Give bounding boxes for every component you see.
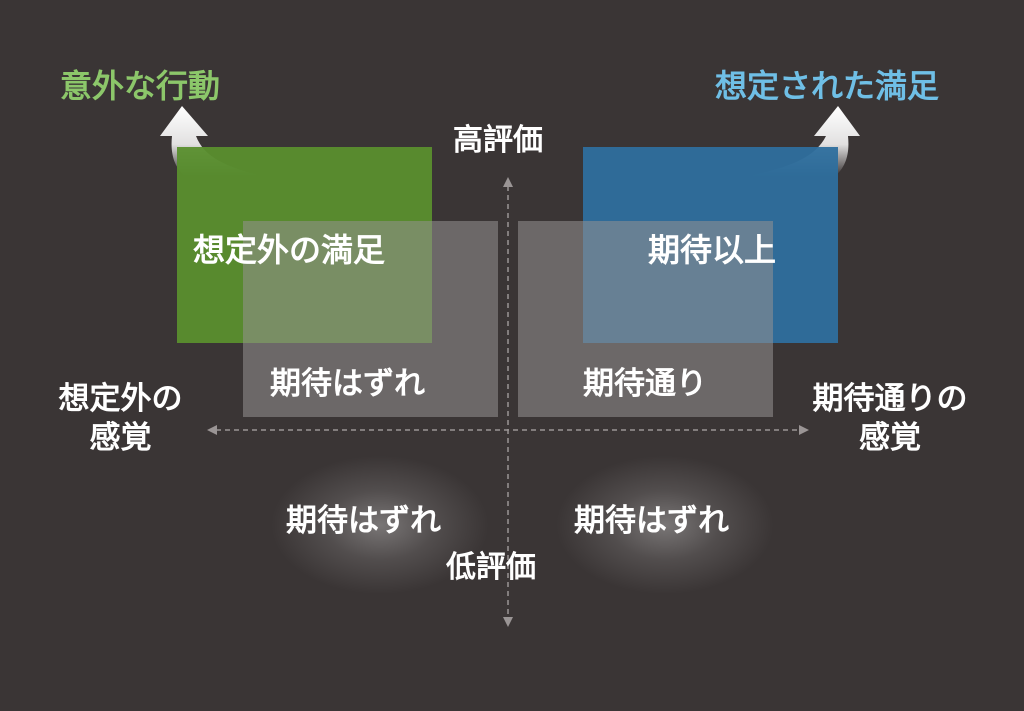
lower-right-glow bbox=[555, 455, 775, 595]
axis-label-right: 期待通りの 感覚 bbox=[790, 380, 990, 458]
axis-label-left-line2: 感覚 bbox=[89, 419, 152, 456]
axis-label-top: 高評価 bbox=[453, 123, 543, 158]
gray-left-box-label: 期待はずれ bbox=[270, 366, 425, 402]
axis-label-left: 想定外の 感覚 bbox=[38, 380, 203, 458]
vertical-axis-bottom-arrowhead bbox=[503, 617, 513, 627]
gray-right-box-label: 期待通り bbox=[583, 366, 707, 402]
gray-right-box bbox=[518, 221, 773, 417]
lower-left-glow bbox=[270, 455, 490, 595]
axis-label-right-line1: 期待通りの bbox=[812, 381, 968, 417]
axis-label-left-line1: 想定外の bbox=[58, 381, 183, 417]
corner-label-top-left: 意外な行動 bbox=[60, 67, 221, 105]
vertical-axis-top-arrowhead bbox=[503, 177, 513, 187]
corner-label-top-right: 想定された満足 bbox=[715, 67, 940, 105]
axis-label-right-line2: 感覚 bbox=[859, 419, 921, 456]
lower-left-label: 期待はずれ bbox=[286, 503, 441, 539]
horizontal-axis-right-arrowhead bbox=[799, 425, 809, 435]
gray-left-box bbox=[243, 221, 498, 417]
lower-right-label: 期待はずれ bbox=[574, 503, 729, 539]
axis-label-bottom: 低評価 bbox=[446, 550, 536, 585]
horizontal-axis-left-arrowhead bbox=[207, 425, 217, 435]
green-box-label: 想定外の満足 bbox=[193, 231, 386, 269]
blue-box-label: 期待以上 bbox=[648, 231, 777, 269]
